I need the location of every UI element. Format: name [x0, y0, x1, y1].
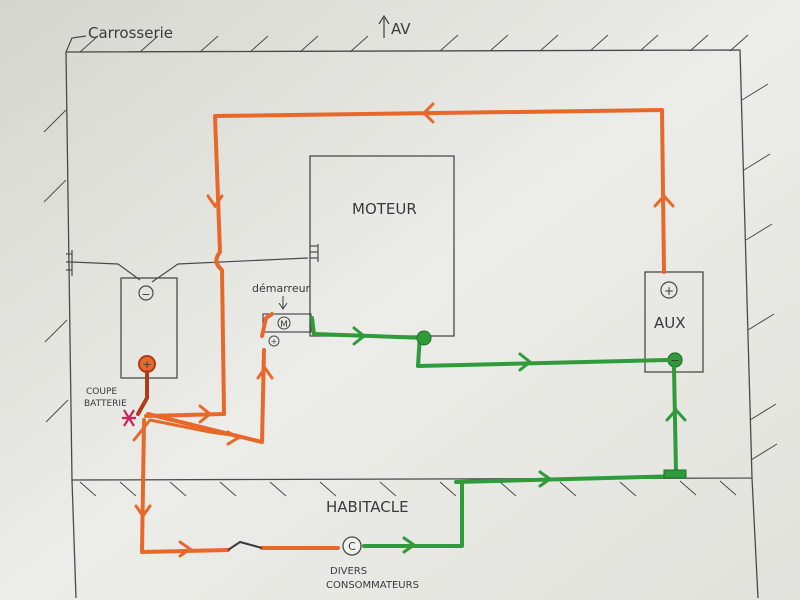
aux-negative-terminal: − [667, 352, 683, 368]
battery-switch-icon [122, 409, 136, 427]
consumers-label-line2: CONSOMMATEURS [326, 580, 419, 591]
negative-wires [310, 316, 686, 548]
starter-pointer-arrow [278, 296, 288, 310]
consumer-icon: C [342, 536, 362, 556]
svg-text:−: − [141, 288, 150, 301]
starter-motor-icon: M [277, 316, 291, 330]
svg-text:+: + [664, 284, 674, 298]
svg-text:+: + [271, 337, 278, 346]
engine-ground-junction [416, 330, 432, 346]
wire-engine-to-aux-negative [416, 332, 670, 368]
wire-consumers-ground [362, 482, 464, 548]
wire-starter-ground [310, 316, 428, 340]
starter-positive-terminal: + [268, 335, 280, 347]
body-pointer-arrow [65, 35, 87, 53]
positive-wires [132, 108, 666, 554]
front-indicator: AV [378, 14, 411, 38]
front-label: AV [391, 20, 411, 38]
svg-text:−: − [670, 354, 679, 367]
aux-positive-terminal: + [660, 281, 678, 299]
svg-text:M: M [280, 320, 288, 330]
svg-text:+: + [142, 358, 151, 371]
svg-text:C: C [348, 540, 356, 553]
negative-flow-arrows [352, 326, 687, 554]
wire-body-ground-bar [454, 474, 686, 484]
wire-aux-negative-to-body [672, 366, 678, 474]
battery-negative-terminal: − [138, 285, 154, 301]
body-outline [43, 34, 778, 599]
battery-strap [66, 250, 309, 283]
body-label: Carrosserie [88, 24, 173, 42]
body-ground-block [663, 469, 687, 479]
battery-switch-label-line2: BATTERIE [84, 399, 127, 409]
consumer-switch-icon [227, 540, 263, 551]
wire-battery-to-starter [146, 348, 266, 444]
wire-battery-to-aux-positive [144, 108, 666, 418]
consumers-label-line1: DIVERS [330, 566, 367, 577]
aux-label: AUX [654, 314, 686, 332]
starter-label: démarreur [252, 282, 311, 295]
positive-flow-arrows [134, 102, 675, 558]
cabin-label: HABITACLE [326, 498, 409, 516]
wire-battery-positive-lead [136, 370, 149, 416]
engine-ground-icon [310, 244, 319, 262]
battery-positive-terminal: + [138, 355, 156, 373]
wire-starter-link [260, 312, 274, 338]
wire-battery-to-consumers [140, 418, 230, 554]
battery-switch-label-line1: COUPE [86, 387, 117, 397]
engine-label: MOTEUR [352, 200, 417, 218]
